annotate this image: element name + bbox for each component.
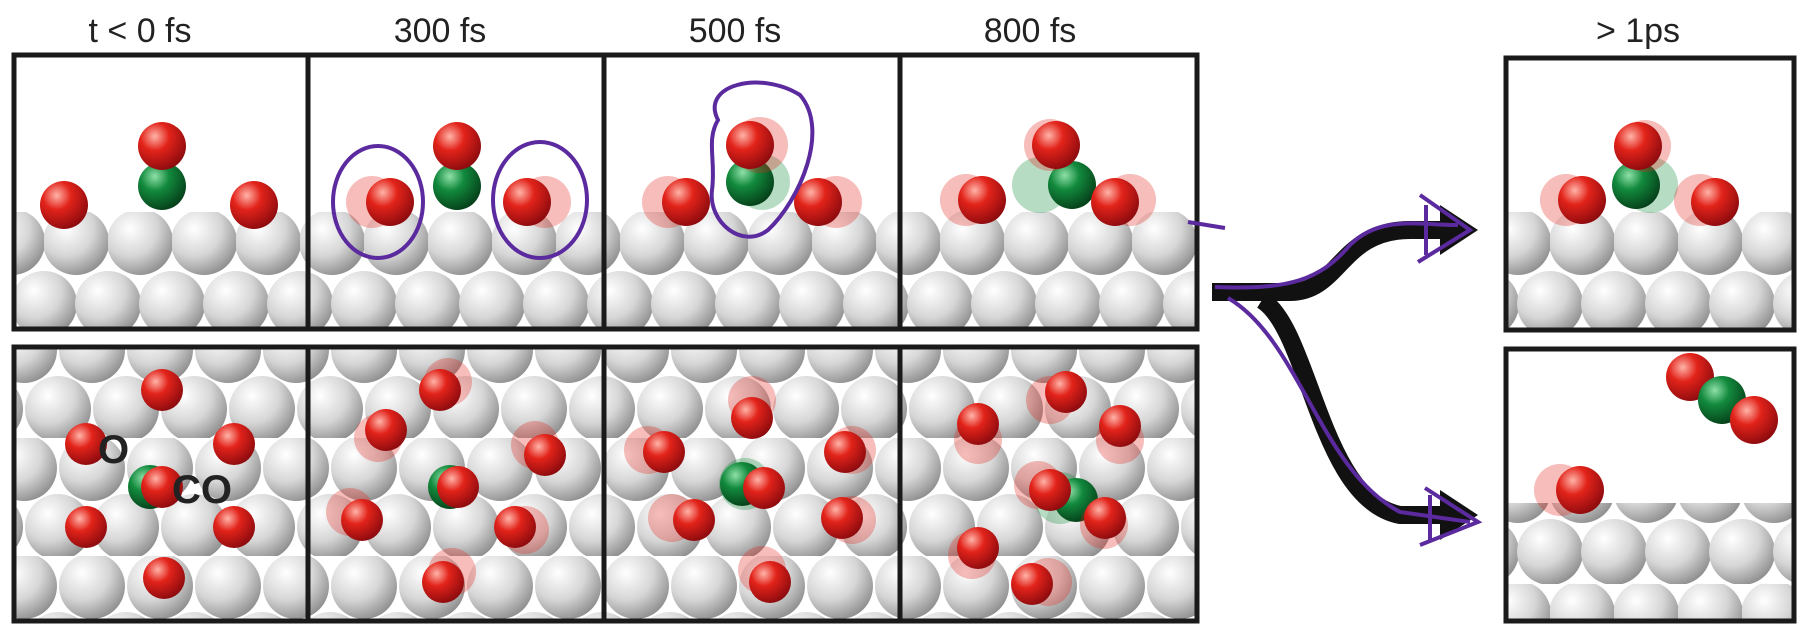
panel-side-1ps — [1506, 58, 1794, 330]
panel-top-800fs — [902, 347, 1197, 619]
time-label-1ps: > 1ps — [1595, 12, 1681, 50]
annotation-circle — [709, 80, 815, 239]
panel-side-300fs — [310, 55, 602, 327]
panel-frames — [11, 52, 1797, 624]
time-label-t0: t < 0 fs — [88, 12, 192, 50]
panel-top-t0: O CO — [14, 347, 306, 619]
panel-side-500fs — [606, 55, 898, 327]
label-co: CO — [172, 468, 232, 512]
panel-side-t0 — [14, 55, 306, 327]
panel-side-1ps-desorbed — [1506, 349, 1794, 621]
annotation-circle — [331, 144, 425, 260]
branch-arrows — [1187, 193, 1483, 547]
label-oxygen: O — [98, 428, 129, 472]
panel-top-300fs — [310, 347, 602, 619]
time-label-300fs: 300 fs — [393, 12, 487, 50]
annotation-arrow-up — [1214, 221, 1459, 290]
panel-top-500fs — [606, 347, 898, 619]
time-label-800fs: 800 fs — [983, 12, 1077, 50]
time-label-500fs: 500 fs — [688, 12, 782, 50]
annotation-arrow-down — [1226, 296, 1471, 524]
panel-side-800fs — [902, 55, 1197, 327]
annotation-circle — [491, 140, 589, 260]
